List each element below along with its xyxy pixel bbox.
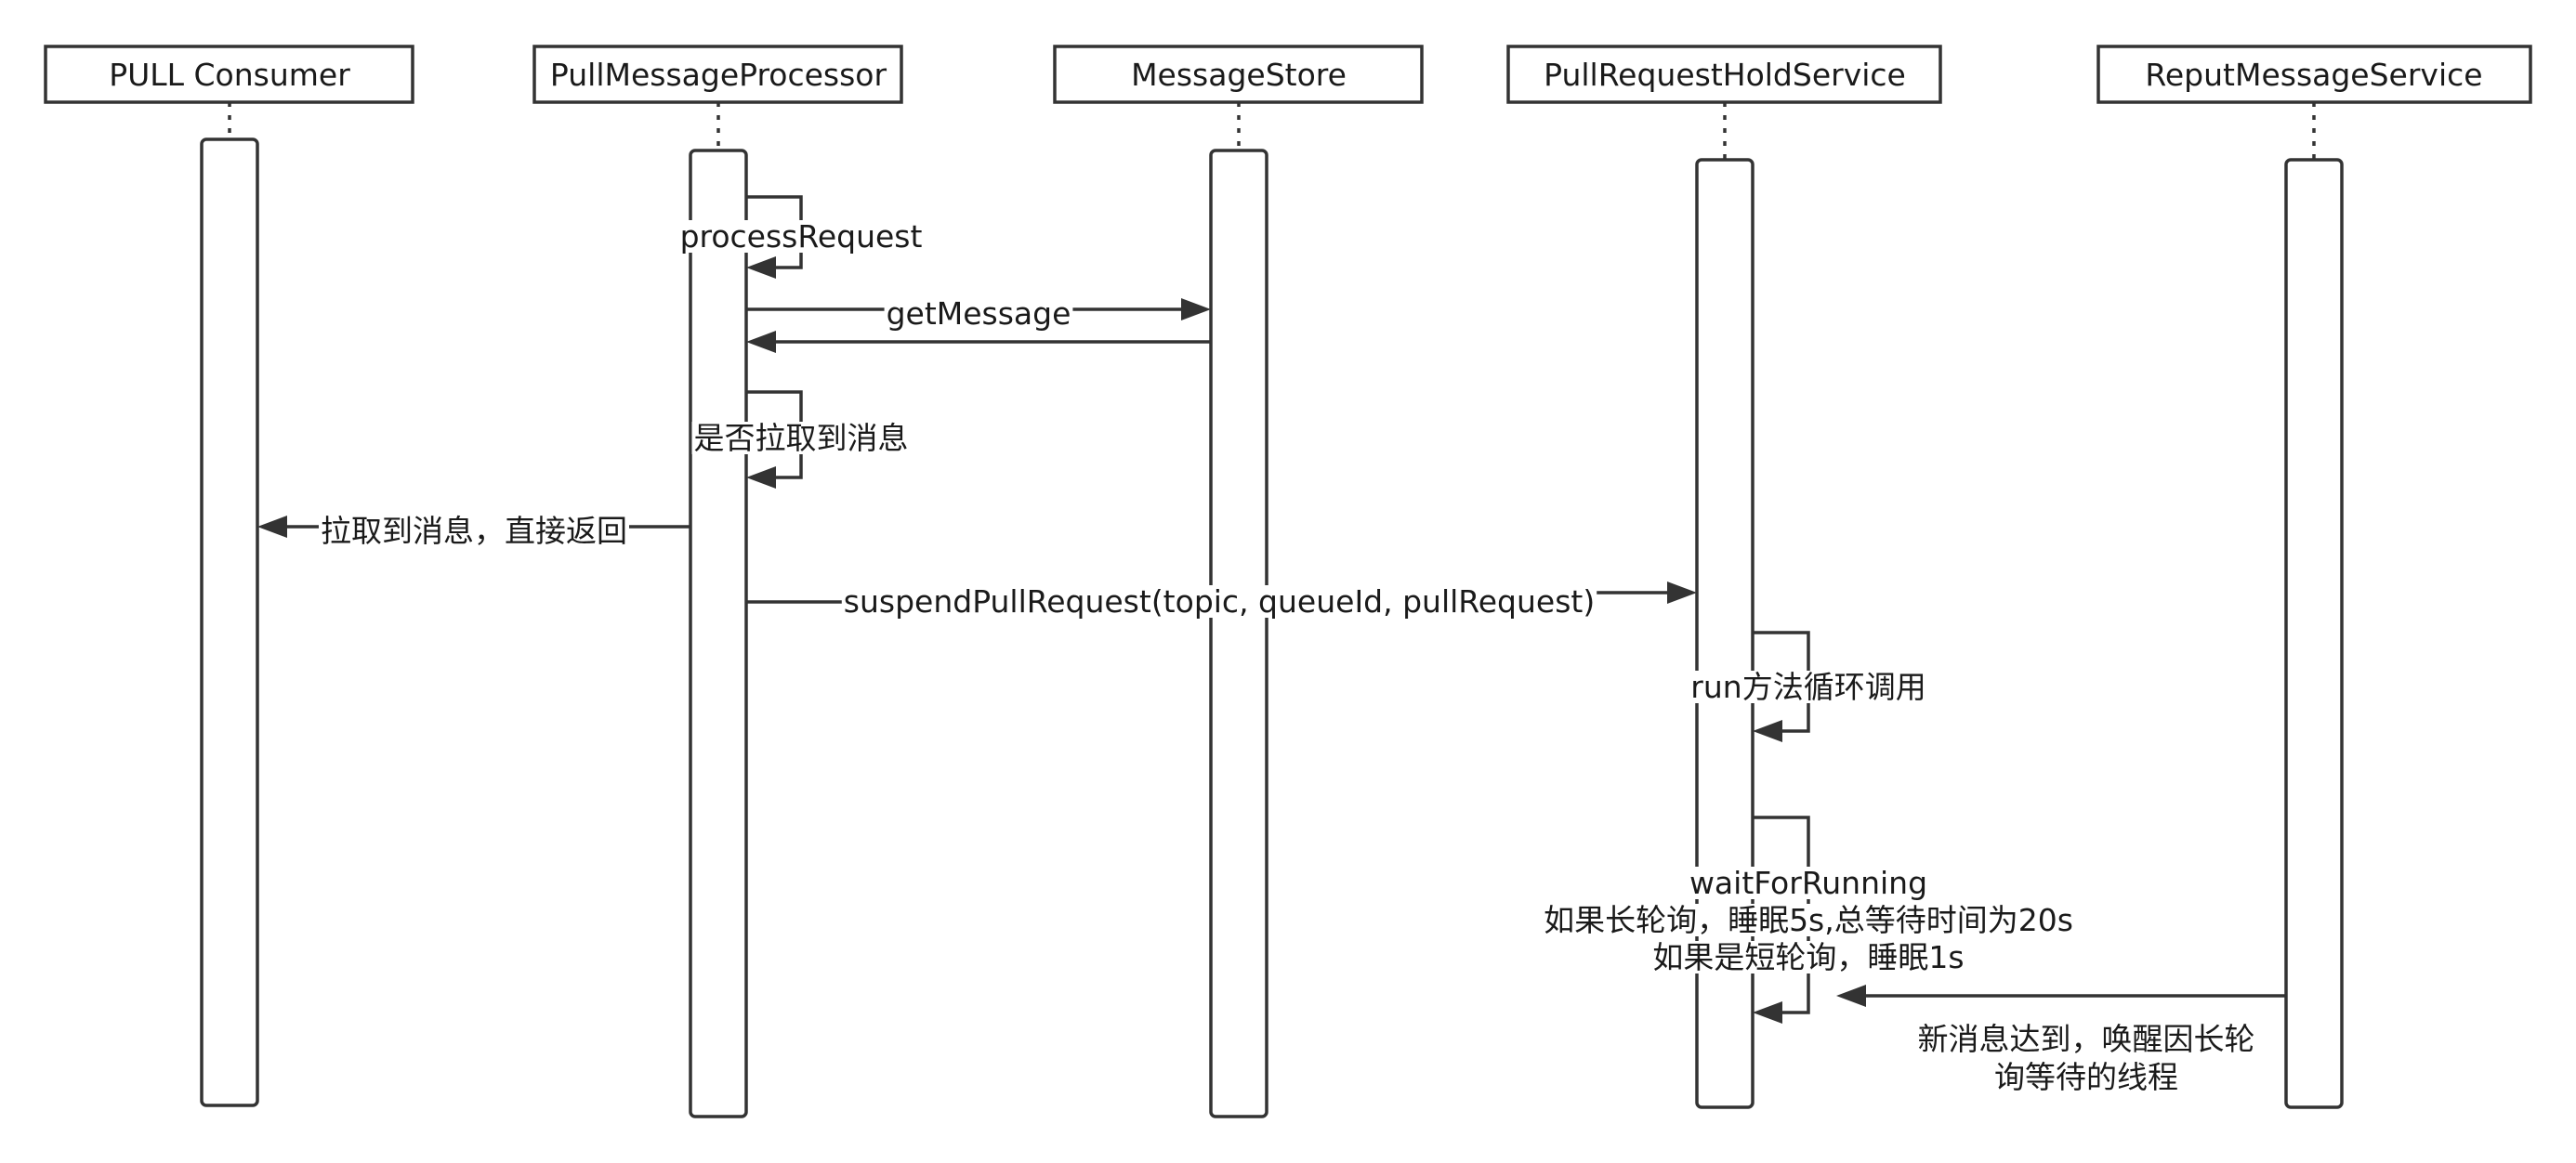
- label-background: [1689, 671, 1928, 703]
- message-label: getMessage: [887, 295, 1071, 332]
- message-label: 新消息达到，唤醒因长轮: [1918, 1021, 2255, 1057]
- arrow-head-icon: [1753, 1001, 1782, 1024]
- label-background: [1687, 867, 1930, 899]
- message-direct-return: 拉取到消息，直接返回: [257, 513, 690, 549]
- participant-label: MessageStore: [1131, 57, 1347, 93]
- self-call-wait-for-running: waitForRunning 如果长轮询，睡眠5s,总等待时间为20s 如果是短…: [1542, 816, 2075, 1024]
- arrow-head-icon: [746, 331, 776, 353]
- self-call-check-pulled: 是否拉取到消息: [691, 390, 911, 489]
- self-call-process-request: processRequest: [677, 195, 925, 279]
- label-background: [691, 422, 911, 454]
- arrow-head-icon: [746, 256, 776, 279]
- participant-hold: PullRequestHoldService: [1506, 45, 1942, 104]
- participant-processor: PullMessageProcessor: [532, 45, 903, 104]
- message-label: 是否拉取到消息: [694, 420, 909, 456]
- participant-consumer: PULL Consumer: [44, 45, 414, 104]
- label-background: [884, 297, 1073, 330]
- arrow-head-icon: [257, 516, 287, 538]
- arrow-head-icon: [746, 466, 776, 489]
- message-label: processRequest: [680, 218, 923, 255]
- activation-store: [1209, 149, 1268, 1118]
- message-get-message-return: [746, 331, 1211, 353]
- message-label: 如果是短轮询，睡眠1s: [1652, 939, 1964, 975]
- message-new-message-wakeup: 新消息达到，唤醒因长轮 询等待的线程: [1836, 985, 2286, 1095]
- label-background: [319, 515, 629, 547]
- label-background: [1650, 941, 1966, 974]
- arrow-head-icon: [1181, 298, 1211, 320]
- label-background: [1542, 904, 2075, 936]
- arrow-head-icon: [1753, 720, 1782, 742]
- label-background: [841, 585, 1597, 618]
- arrow-head-icon: [1836, 985, 1866, 1007]
- activation-consumer: [200, 137, 259, 1107]
- label-background: [677, 220, 925, 253]
- participant-label: ReputMessageService: [2145, 57, 2482, 93]
- message-label: 拉取到消息，直接返回: [321, 513, 627, 549]
- participant-label: PullRequestHoldService: [1544, 57, 1906, 93]
- message-label: suspendPullRequest(topic, queueId, pullR…: [844, 583, 1595, 620]
- message-get-message: getMessage: [746, 295, 1211, 332]
- participant-reput: ReputMessageService: [2096, 45, 2532, 104]
- activation-processor: [689, 149, 748, 1118]
- self-call-run-loop: run方法循环调用: [1689, 631, 1928, 742]
- participant-store: MessageStore: [1053, 45, 1424, 104]
- message-label: run方法循环调用: [1690, 669, 1925, 705]
- message-label: waitForRunning: [1689, 865, 1927, 901]
- message-suspend-pull-request: suspendPullRequest(topic, queueId, pullR…: [746, 582, 1697, 620]
- participant-label: PullMessageProcessor: [550, 57, 887, 93]
- activation-reput: [2284, 158, 2344, 1109]
- message-label: 询等待的线程: [1994, 1059, 2178, 1095]
- arrow-head-icon: [1667, 582, 1697, 604]
- message-label: 如果长轮询，睡眠5s,总等待时间为20s: [1544, 902, 2073, 938]
- participant-label: PULL Consumer: [109, 57, 350, 93]
